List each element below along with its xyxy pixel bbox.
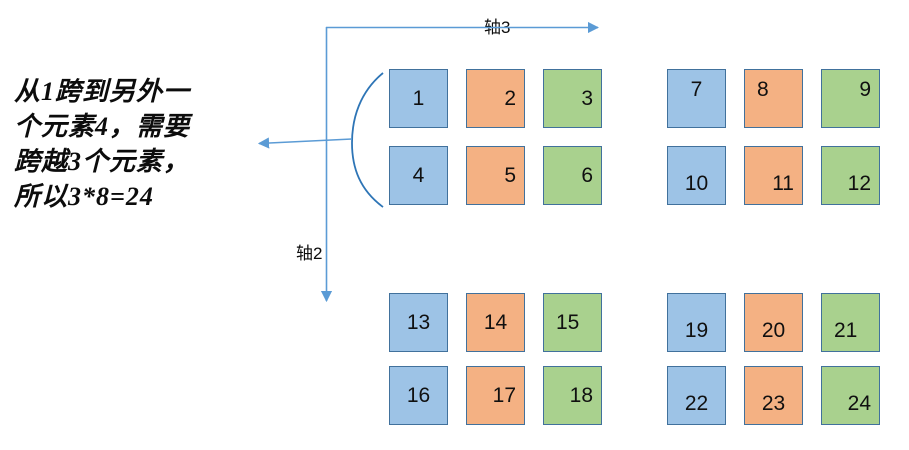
cell-3: 3 (543, 69, 602, 128)
cell-23: 23 (744, 366, 803, 425)
cell-16: 16 (389, 366, 448, 425)
cell-12: 12 (821, 146, 880, 205)
stride-callout-arrow (257, 137, 353, 149)
cell-1: 1 (389, 69, 448, 128)
cell-14: 14 (466, 293, 525, 352)
cell-21: 21 (821, 293, 880, 352)
cell-22: 22 (667, 366, 726, 425)
annotation-text: 从1跨到另外一 个元素4，需要 跨越3个元素， 所以3*8=24 (14, 77, 191, 211)
cell-20: 20 (744, 293, 803, 352)
row-group-brace (351, 72, 384, 208)
cell-2: 2 (466, 69, 525, 128)
cell-24: 24 (821, 366, 880, 425)
cell-17: 17 (466, 366, 525, 425)
cell-7: 7 (667, 69, 726, 128)
cell-13: 13 (389, 293, 448, 352)
cell-10: 10 (667, 146, 726, 205)
cell-15: 15 (543, 293, 602, 352)
cell-6: 6 (543, 146, 602, 205)
cell-4: 4 (389, 146, 448, 205)
axis-3-label: 轴3 (484, 18, 511, 37)
cell-8: 8 (744, 69, 803, 128)
cell-5: 5 (466, 146, 525, 205)
axis-2-label: 轴2 (296, 244, 323, 263)
cell-18: 18 (543, 366, 602, 425)
cell-11: 11 (744, 146, 803, 205)
cell-9: 9 (821, 69, 880, 128)
cell-19: 19 (667, 293, 726, 352)
